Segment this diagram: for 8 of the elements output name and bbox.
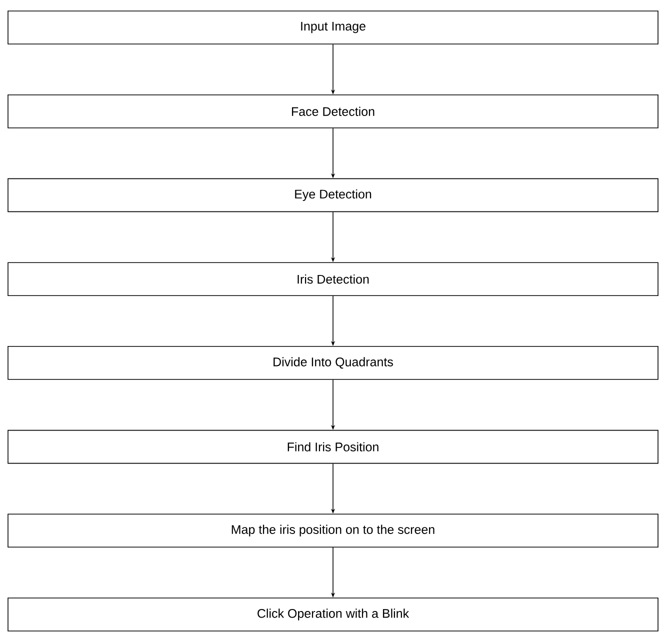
process-box: Divide Into Quadrants: [8, 346, 658, 380]
process-box: Eye Detection: [8, 178, 658, 212]
process-box: Click Operation with a Blink: [8, 598, 658, 632]
process-box: Map the iris position on to the screen: [8, 514, 658, 548]
process-box: Face Detection: [8, 94, 658, 128]
process-box: Find Iris Position: [8, 430, 658, 464]
process-box: Input Image: [8, 10, 658, 44]
process-box: Iris Detection: [8, 262, 658, 296]
